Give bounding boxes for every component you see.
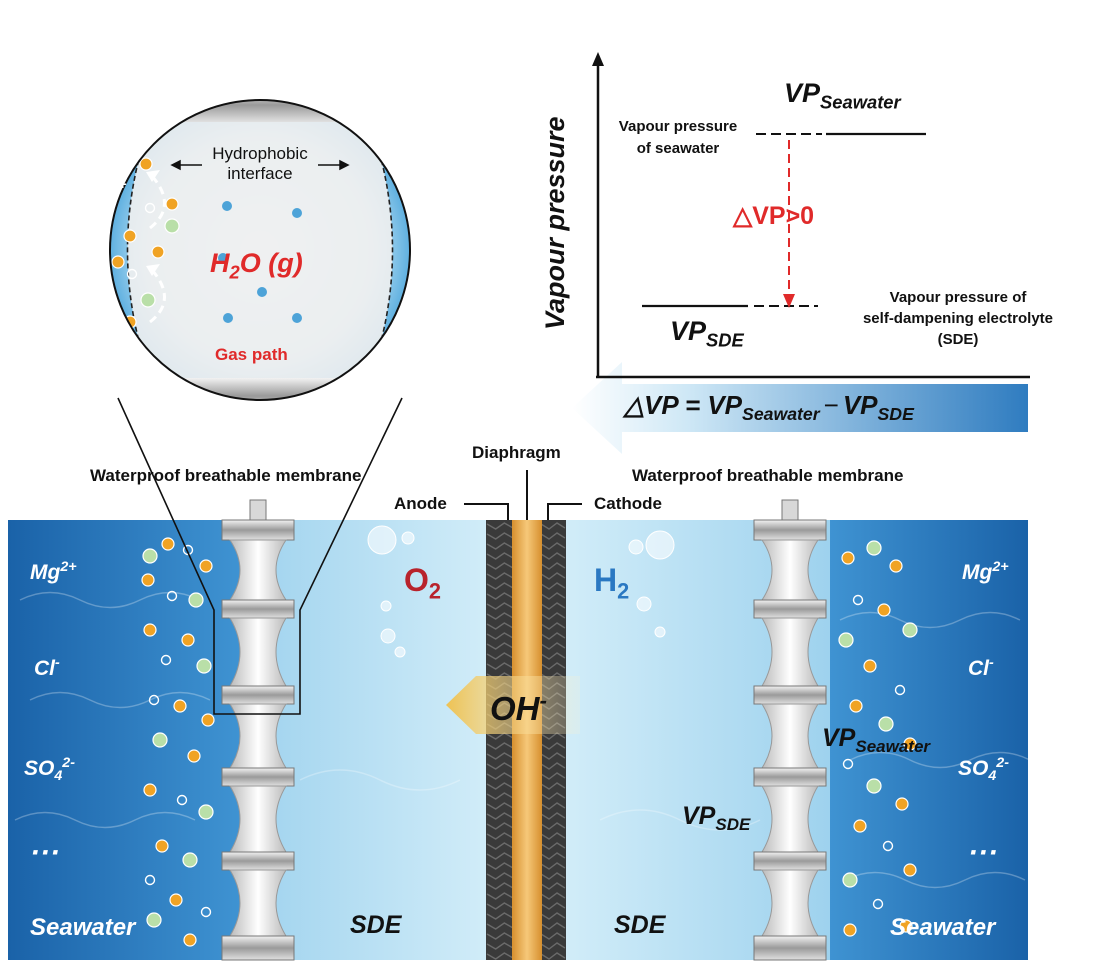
inset-ion-mg: Mg2+ bbox=[82, 177, 127, 202]
cell-ellipsis-left: ··· bbox=[30, 836, 60, 869]
sde-right-label: SDE bbox=[614, 911, 666, 939]
seawater-description: Vapour pressure of seawater bbox=[600, 116, 756, 160]
membrane-right-label: Waterproof breathable membrane bbox=[632, 466, 904, 485]
anode-mesh bbox=[486, 522, 514, 960]
o2-bubbles bbox=[367, 525, 415, 658]
membrane-right bbox=[753, 499, 827, 961]
delta-vp-arrow bbox=[572, 362, 1028, 454]
electrolysis-cell bbox=[8, 499, 1031, 961]
diaphragm bbox=[512, 520, 542, 960]
inset-ion-cl: Cl- bbox=[84, 235, 109, 260]
cell-ion-mg-right: Mg2+ bbox=[962, 559, 1009, 584]
sde-description: Vapour pressure of self-dampening electr… bbox=[840, 287, 1076, 350]
cell-ellipsis-right: ··· bbox=[968, 836, 998, 869]
zoom-connectors bbox=[117, 397, 403, 715]
y-axis-label: Vapour pressure bbox=[540, 116, 570, 330]
gas-path-label: Gas path bbox=[215, 345, 288, 364]
hydrophobic-line-2: interface bbox=[227, 164, 293, 183]
sde-desc-line-1: Vapour pressure of bbox=[889, 289, 1027, 306]
cell-ion-cl-right: Cl- bbox=[968, 655, 994, 680]
cathode-label: Cathode bbox=[594, 494, 662, 513]
hydrophobic-arrows bbox=[170, 159, 350, 171]
seawater-left-region bbox=[8, 520, 240, 960]
seawater-right-region bbox=[830, 520, 1028, 960]
sde-left-label: SDE bbox=[350, 911, 402, 939]
diaphragm-label: Diaphragm bbox=[472, 443, 561, 462]
cell-ion-cl-left: Cl- bbox=[34, 655, 60, 680]
membrane-left bbox=[221, 499, 295, 961]
delta-vp-equation: △VP = VPSeawater−VPSDE bbox=[624, 390, 914, 425]
cell-vp-seawater-label: VPSeawater bbox=[822, 724, 931, 756]
seawater-left-label: Seawater bbox=[30, 914, 136, 941]
sde-left-region bbox=[240, 520, 502, 960]
leader-lines bbox=[464, 470, 582, 520]
cell-ion-so4-right: SO42- bbox=[958, 755, 1009, 785]
delta-vp-positive: △VP>0 bbox=[733, 202, 815, 230]
hydrophobic-line-1: Hydrophobic bbox=[212, 144, 308, 163]
inset-ion-dots bbox=[111, 157, 180, 329]
sde-desc-line-2: self-dampening electrolyte bbox=[862, 310, 1054, 327]
sde-desc-line-3: (SDE) bbox=[937, 331, 979, 348]
seawater-right-label: Seawater bbox=[890, 914, 996, 941]
h2-bubbles bbox=[628, 530, 675, 638]
cell-ion-so4-left: SO42- bbox=[24, 755, 75, 785]
vp-seawater-label: VPSeawater bbox=[784, 78, 901, 113]
inset-ion-so4: SO42- bbox=[68, 289, 117, 317]
hydrophobic-interface-label: Hydrophobic interface bbox=[184, 144, 336, 184]
cell-ion-dots bbox=[141, 537, 918, 947]
seawater-desc-line-2: of seawater bbox=[636, 140, 720, 157]
cell-ion-mg-left: Mg2+ bbox=[30, 559, 77, 584]
o2-label: O2 bbox=[404, 562, 441, 604]
h2-label: H2 bbox=[594, 562, 630, 604]
inset-ellipsis: ··· bbox=[92, 324, 118, 354]
membrane-zoom-inset bbox=[109, 99, 411, 401]
water-ripples bbox=[14, 591, 1031, 889]
ion-rejection-arrows bbox=[149, 175, 166, 324]
vapour-pressure-graph bbox=[572, 52, 1030, 454]
vapor-molecules bbox=[218, 201, 302, 323]
water-vapor-label: H2O (g) bbox=[210, 248, 303, 283]
oh-arrow bbox=[446, 676, 580, 734]
vp-sde-label: VPSDE bbox=[670, 316, 744, 351]
gas-path-region bbox=[127, 122, 393, 378]
membrane-left-label: Waterproof breathable membrane bbox=[90, 466, 362, 485]
cell-vp-sde-label: VPSDE bbox=[682, 802, 751, 834]
seawater-desc-line-1: Vapour pressure bbox=[618, 118, 738, 135]
anode-label: Anode bbox=[394, 494, 447, 513]
oh-label: OH- bbox=[490, 688, 547, 727]
